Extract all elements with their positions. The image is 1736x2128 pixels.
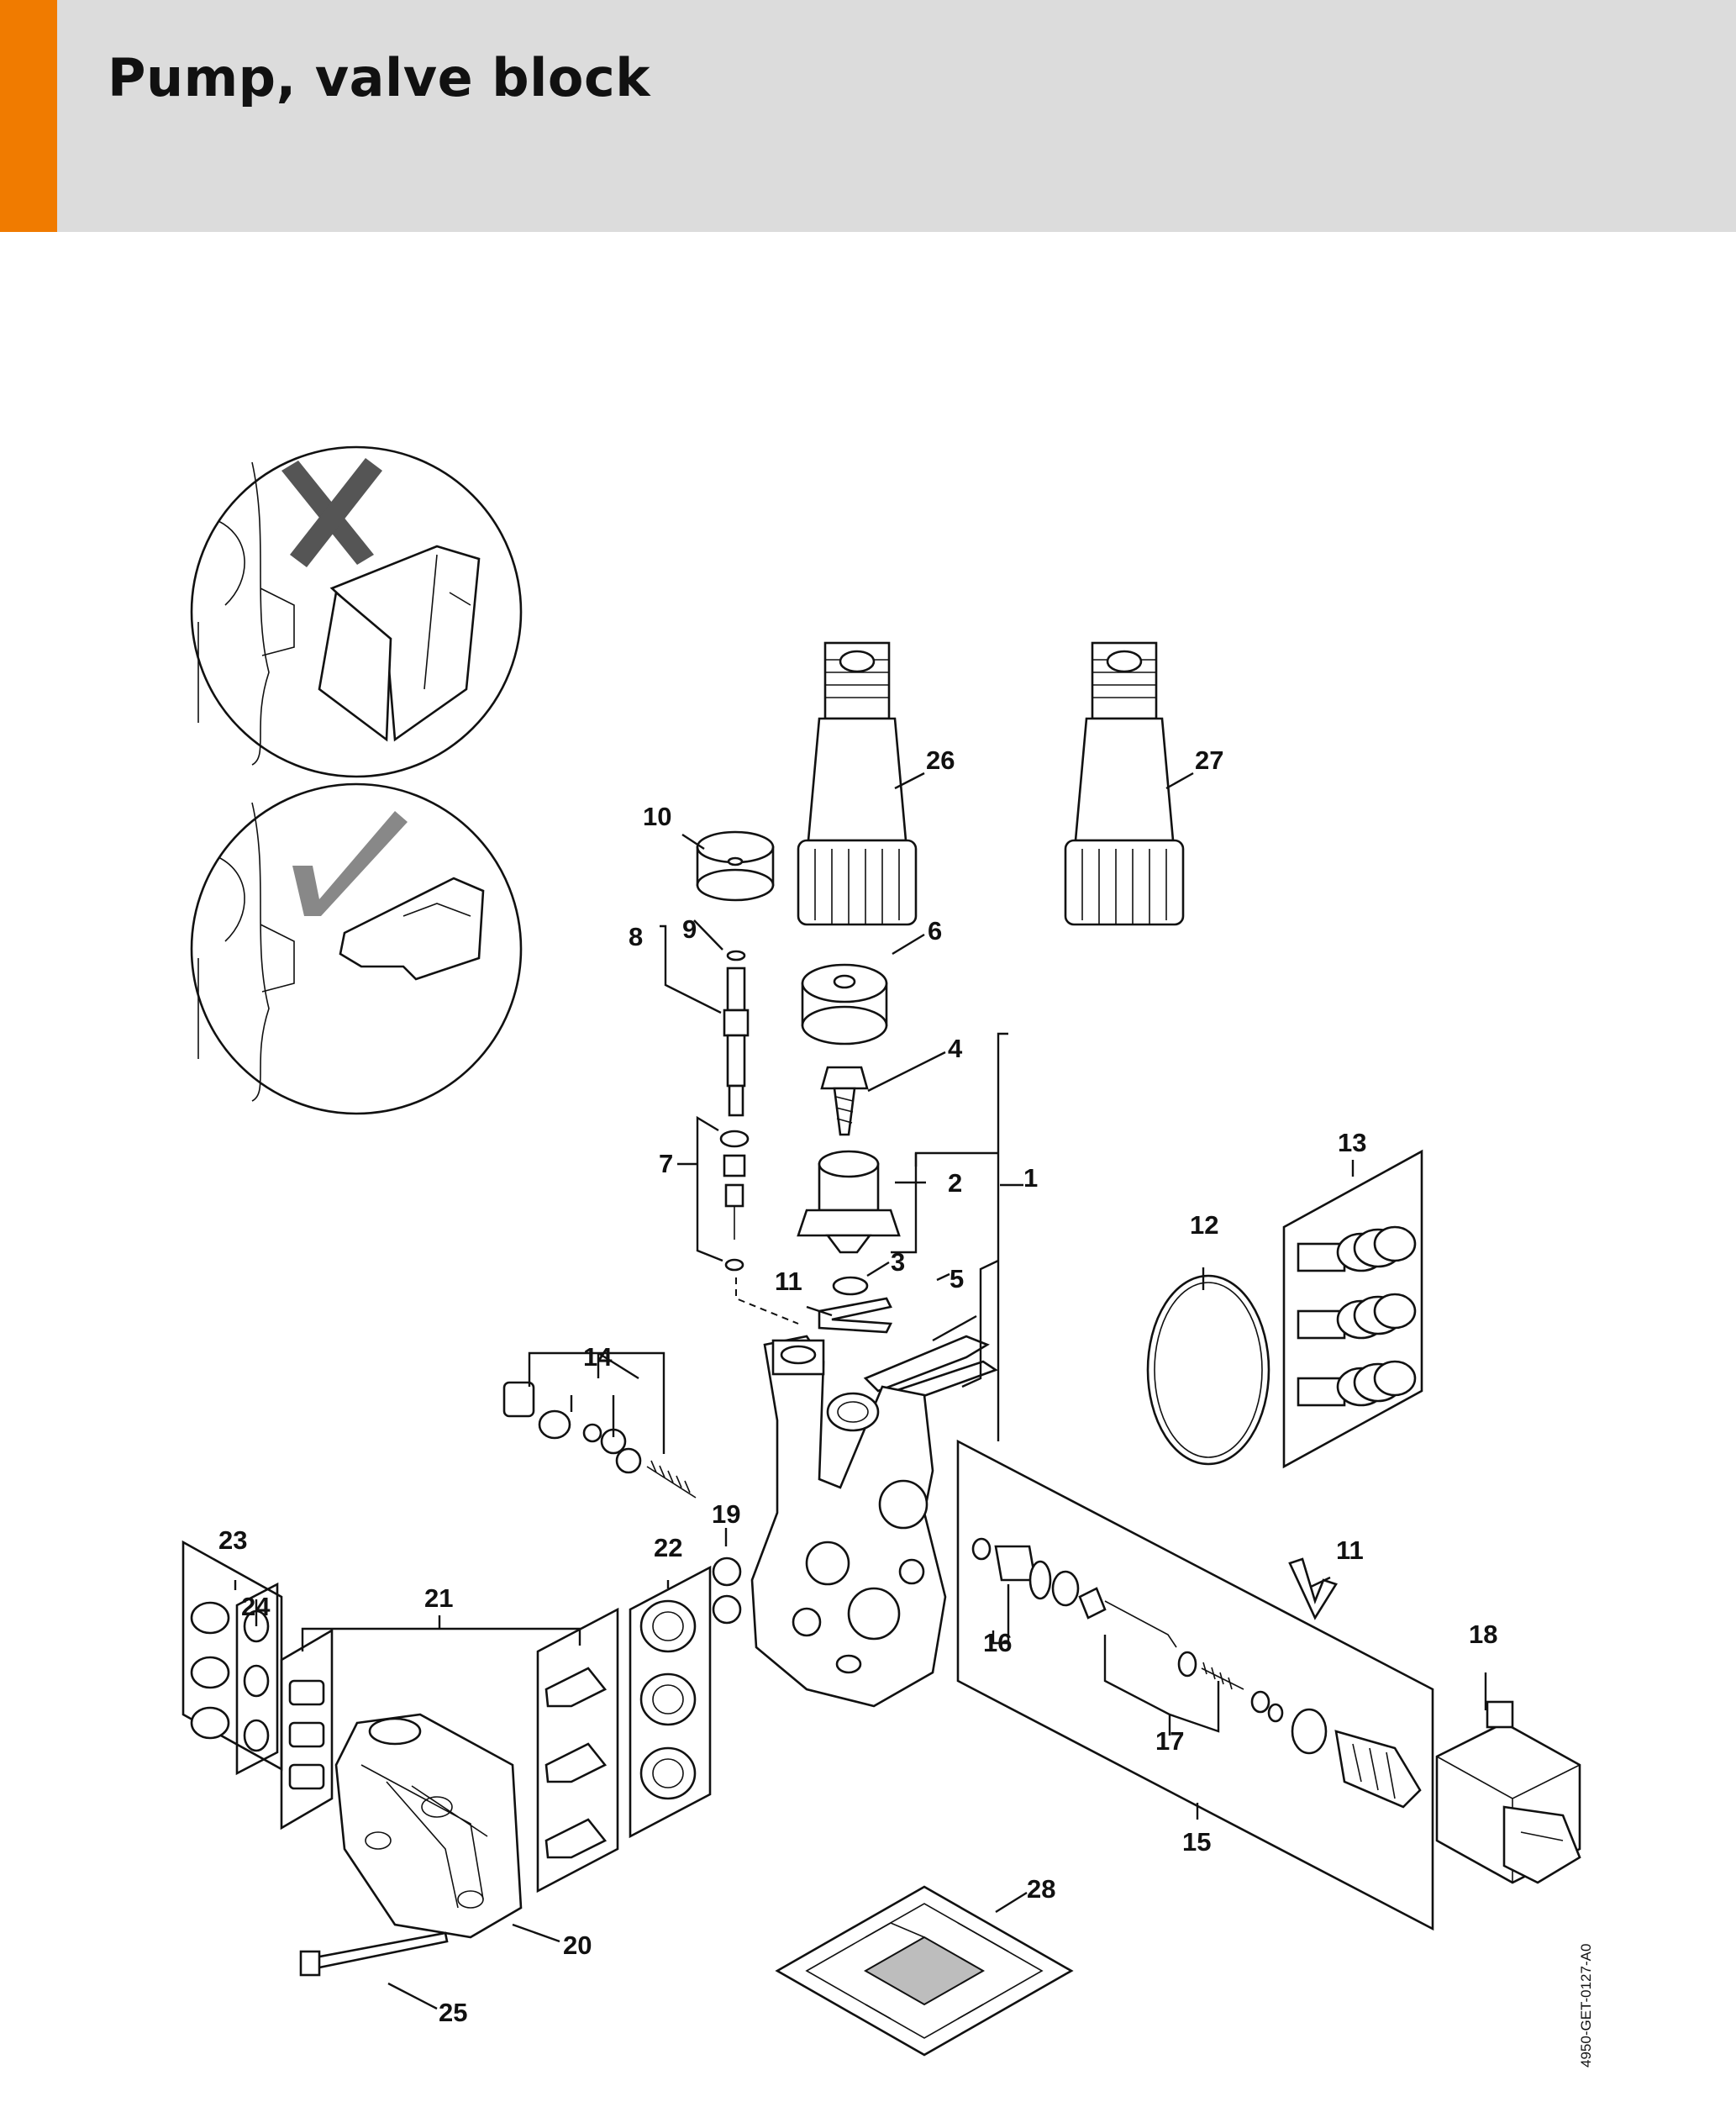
callout-labels: 1 2 3 4 5 6 7 8 9 10 11 11 12 13 14 15 1… xyxy=(218,745,1497,2027)
cap-6 xyxy=(801,963,888,1046)
unloader-14 xyxy=(502,1381,697,1499)
seal-set-22 xyxy=(629,1565,712,1839)
callout-10: 10 xyxy=(643,802,671,831)
callout-4: 4 xyxy=(948,1034,963,1063)
inset-correct-clip xyxy=(190,782,523,1115)
callout-16: 16 xyxy=(983,1628,1012,1657)
callout-5: 5 xyxy=(950,1264,964,1293)
accent-bar xyxy=(0,0,57,232)
filter-housing-27 xyxy=(1064,641,1185,926)
drawing-code: 4950-GET-0127-A0 xyxy=(1578,1944,1594,2067)
o-ring-3 xyxy=(832,1276,869,1296)
clip-11-upper xyxy=(818,1297,893,1334)
header-band xyxy=(0,0,1736,232)
valve-insert-4 xyxy=(820,1066,869,1136)
spring-set-13 xyxy=(1282,1149,1423,1469)
callout-27: 27 xyxy=(1195,745,1223,775)
valve-set-21-left xyxy=(280,1628,334,1830)
callout-1: 1 xyxy=(1023,1163,1038,1193)
callout-21: 21 xyxy=(424,1583,453,1613)
gasket-kit-28 xyxy=(775,1885,1074,2057)
callout-23: 23 xyxy=(218,1525,247,1555)
valve-set-7 xyxy=(719,1130,750,1272)
o-ring-19b xyxy=(712,1594,742,1625)
bypass-assembly-15 xyxy=(956,1439,1434,1931)
callout-7: 7 xyxy=(659,1149,673,1178)
seal-set-23 xyxy=(181,1540,283,1772)
inset-wrong-clip xyxy=(190,445,523,778)
callout-13: 13 xyxy=(1338,1128,1366,1157)
cross-icon xyxy=(281,458,382,567)
callout-18: 18 xyxy=(1469,1620,1497,1649)
screw-25 xyxy=(299,1931,449,1977)
callout-28: 28 xyxy=(1027,1874,1055,1904)
callout-22: 22 xyxy=(654,1533,682,1562)
callout-15: 15 xyxy=(1182,1827,1211,1857)
pump-head-20 xyxy=(334,1713,523,1939)
callout-14: 14 xyxy=(583,1342,613,1372)
check-icon xyxy=(292,811,408,916)
valve-seat-2 xyxy=(797,1150,901,1254)
callout-8: 8 xyxy=(629,922,643,951)
callout-9: 9 xyxy=(682,914,697,944)
valve-set-21-right xyxy=(536,1607,619,1894)
filter-housing-26 xyxy=(797,641,918,926)
piston-8 xyxy=(723,950,750,1117)
page-title: Pump, valve block xyxy=(108,47,650,108)
callout-20: 20 xyxy=(563,1930,592,1960)
o-ring-set-24 xyxy=(235,1582,279,1776)
valve-block xyxy=(750,1335,947,1708)
clip-11-lower xyxy=(1288,1557,1338,1620)
callout-26: 26 xyxy=(926,745,955,775)
callout-3: 3 xyxy=(891,1247,905,1277)
callout-6: 6 xyxy=(928,916,942,945)
cap-10 xyxy=(696,830,775,902)
o-ring-19a xyxy=(712,1556,742,1587)
callout-12: 12 xyxy=(1190,1210,1218,1240)
callout-11-upper: 11 xyxy=(775,1267,802,1296)
seal-ring-12 xyxy=(1146,1274,1270,1466)
callout-24: 24 xyxy=(241,1592,271,1621)
callout-2: 2 xyxy=(948,1168,962,1198)
motor-18 xyxy=(1435,1700,1581,1884)
callout-19: 19 xyxy=(712,1499,740,1529)
callout-17: 17 xyxy=(1155,1726,1184,1756)
callout-25: 25 xyxy=(439,1998,467,2027)
callout-11-lower: 11 xyxy=(1336,1535,1364,1565)
